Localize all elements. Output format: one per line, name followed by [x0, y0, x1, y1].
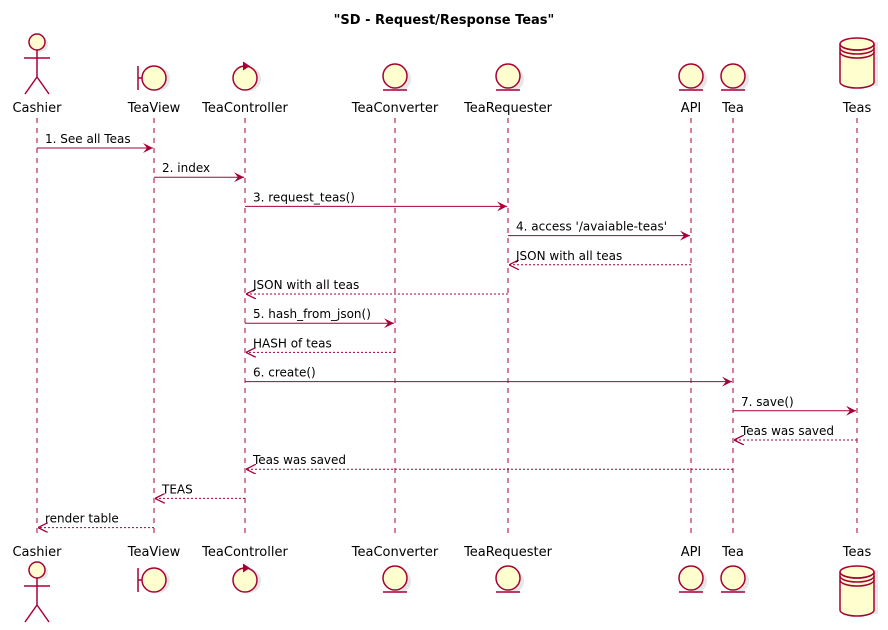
participant-labels-bottom: Cashier TeaView TeaController TeaConverter T…	[12, 545, 871, 560]
participant-label-tearequester-top: TeaRequester	[463, 101, 553, 116]
message-11: Teas was saved	[734, 424, 857, 440]
message-label: 6. create()	[253, 366, 316, 380]
participant-icons-bottom	[24, 561, 878, 623]
lifelines	[36, 118, 858, 538]
participant-teacontroller-bottom-control-icon	[232, 563, 261, 593]
participant-teaconverter-bottom-entity-icon	[382, 565, 411, 593]
message-label: HASH of teas	[253, 336, 332, 350]
participant-tearequester-top-entity-icon	[495, 63, 524, 91]
participant-labels-top: Cashier TeaView TeaController TeaConverter T…	[12, 101, 871, 116]
participant-tea-bottom-entity-icon	[720, 565, 749, 593]
participant-label-tea-bottom: Tea	[721, 545, 744, 560]
message-1: 1. See all Teas	[37, 132, 153, 153]
message-label: render table	[45, 512, 119, 526]
message-label: Teas was saved	[740, 424, 834, 438]
participant-cashier-bottom-actor-icon	[24, 561, 50, 623]
message-13: TEAS	[155, 482, 245, 498]
message-12: Teas was saved	[246, 453, 733, 469]
participant-label-teaview-top: TeaView	[127, 101, 181, 116]
participant-teacontroller-top-control-icon	[232, 61, 261, 91]
participant-teaview-bottom-boundary-icon	[137, 567, 170, 593]
message-label: 4. access '/avaiable-teas'	[516, 220, 667, 234]
message-3: 3. request_teas()	[245, 190, 507, 212]
message-4: 4. access '/avaiable-teas'	[508, 220, 690, 241]
message-label: 5. hash_from_json()	[253, 307, 371, 321]
participant-label-teaconverter-bottom: TeaConverter	[351, 545, 439, 560]
message-8: HASH of teas	[246, 336, 395, 352]
participant-tearequester-bottom-entity-icon	[495, 565, 524, 593]
participant-label-tea-top: Tea	[721, 101, 744, 116]
participant-label-api-top: API	[681, 101, 702, 116]
message-5: JSON with all teas	[509, 249, 691, 265]
message-7: 5. hash_from_json()	[245, 307, 394, 329]
message-9: 6. create()	[245, 366, 732, 387]
message-label: 2. index	[162, 161, 210, 175]
participant-label-teacontroller-bottom: TeaController	[201, 545, 288, 560]
message-6: JSON with all teas	[246, 278, 508, 294]
participant-label-cashier-top: Cashier	[12, 101, 62, 116]
participant-teas-bottom-database-icon	[839, 565, 878, 617]
message-label: JSON with all teas	[515, 249, 622, 263]
participant-teaview-top-boundary-icon	[137, 65, 170, 91]
participant-tea-top-entity-icon	[720, 63, 749, 91]
participant-teas-top-database-icon	[839, 37, 878, 89]
diagram-title: "SD - Request/Response Teas"	[334, 13, 555, 28]
participant-label-teaview-bottom: TeaView	[127, 545, 181, 560]
message-2: 2. index	[154, 161, 244, 183]
message-label: 1. See all Teas	[45, 132, 131, 146]
message-14: render table	[38, 512, 154, 528]
participant-label-api-bottom: API	[681, 545, 702, 560]
participant-label-cashier-bottom: Cashier	[12, 545, 62, 560]
participant-label-teas-bottom: Teas	[842, 545, 872, 560]
participant-icons-top	[24, 33, 878, 95]
message-label: 7. save()	[741, 395, 794, 409]
participant-label-teaconverter-top: TeaConverter	[351, 101, 439, 116]
message-10: 7. save()	[733, 395, 856, 416]
participant-cashier-top-actor-icon	[24, 33, 50, 95]
participant-label-tearequester-bottom: TeaRequester	[463, 545, 553, 560]
message-label: Teas was saved	[252, 453, 346, 467]
participant-api-top-entity-icon	[678, 63, 707, 91]
messages: 1. See all Teas 2. index 3. request_teas()…	[37, 132, 857, 528]
message-label: 3. request_teas()	[253, 190, 355, 204]
participant-api-bottom-entity-icon	[678, 565, 707, 593]
message-label: TEAS	[161, 482, 193, 496]
participant-teaconverter-top-entity-icon	[382, 63, 411, 91]
participant-label-teas-top: Teas	[842, 101, 872, 116]
participant-label-teacontroller-top: TeaController	[201, 101, 288, 116]
message-label: JSON with all teas	[252, 278, 359, 292]
